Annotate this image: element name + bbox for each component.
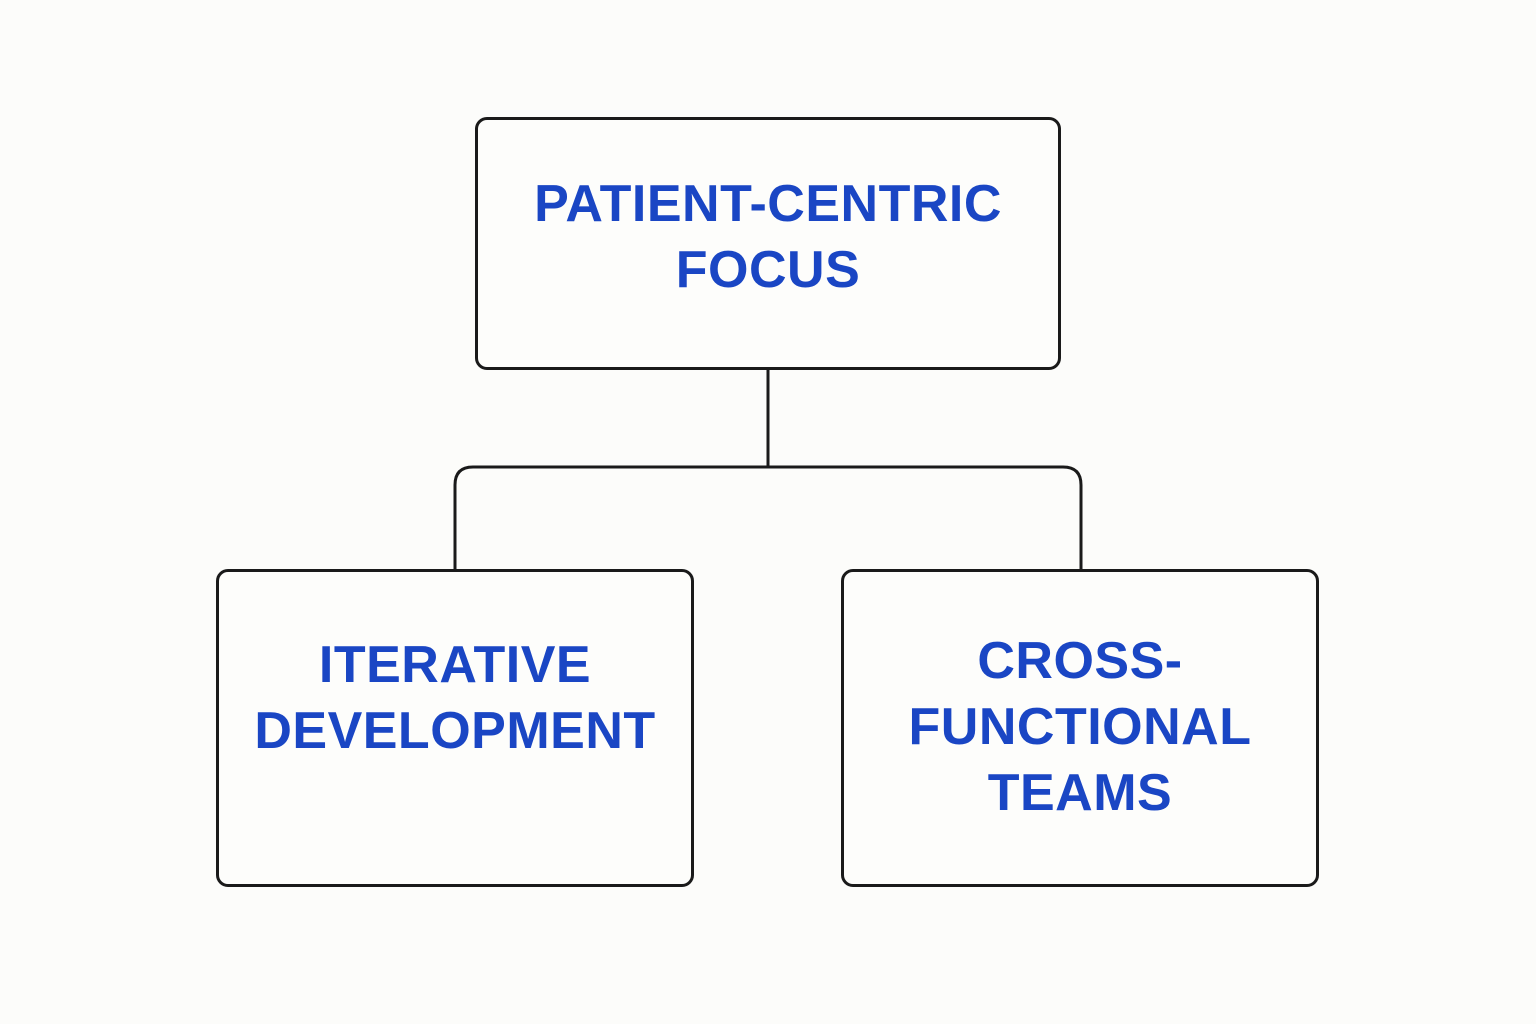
root-node-box: PATIENT-CENTRIC FOCUS [475,117,1061,370]
root-node-label: PATIENT-CENTRIC FOCUS [534,174,1002,299]
child-node-label: CROSS- FUNCTIONAL TEAMS [908,632,1252,822]
child-node-label: ITERATIVE DEVELOPMENT [254,636,656,760]
child-node-iterative-development: ITERATIVE DEVELOPMENT [216,569,694,887]
child-node-cross-functional-teams: CROSS- FUNCTIONAL TEAMS [841,569,1319,887]
connector-branch [453,465,1083,569]
